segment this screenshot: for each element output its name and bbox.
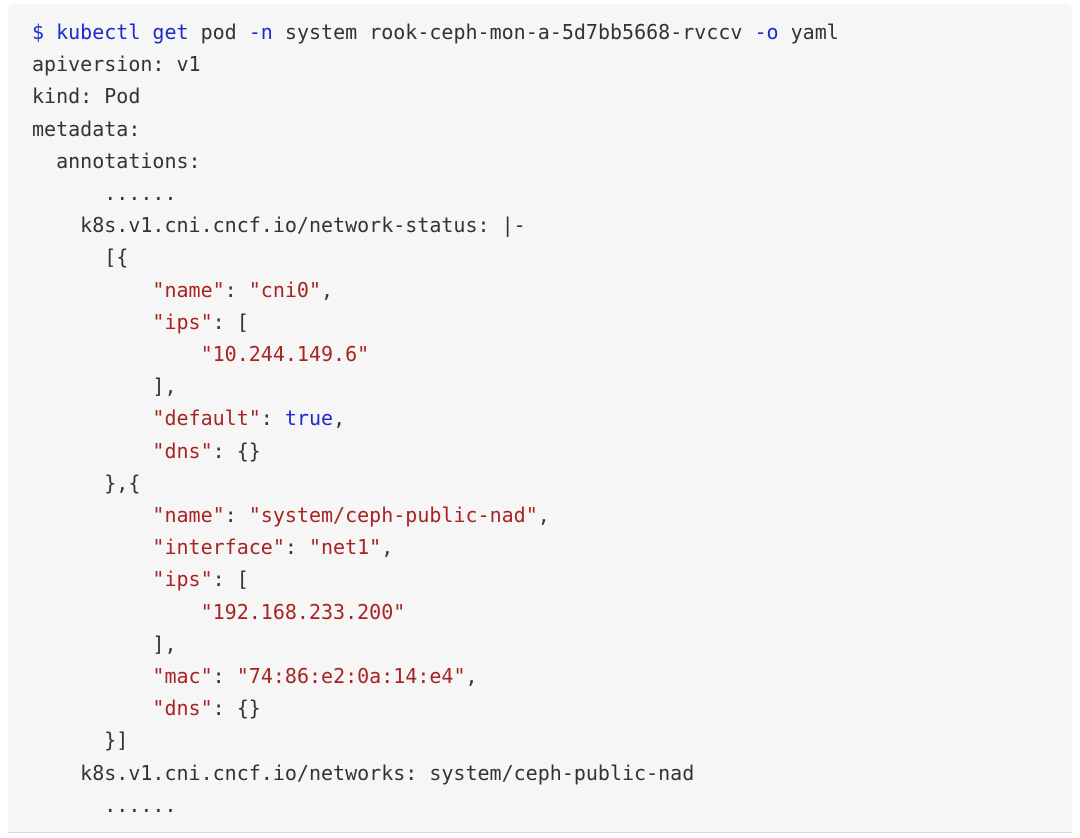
code-segment: k8s.v1.cni.cncf.io/networks: system/ceph… <box>32 760 695 785</box>
code-line: },{ <box>32 467 1048 499</box>
code-segment: "192.168.233.200" <box>200 599 406 624</box>
code-segment: , <box>465 664 478 689</box>
code-segment: "net1" <box>308 535 382 560</box>
code-segment <box>32 696 152 720</box>
code-segment: system rook-ceph-mon-a-5d7bb5668-rvccv <box>272 20 755 44</box>
code-segment: -o <box>754 20 779 44</box>
code-segment: "dns" <box>152 696 213 721</box>
code-line: "default": true, <box>32 402 1048 434</box>
code-block: $ kubectl get pod -n system rook-ceph-mo… <box>8 4 1072 833</box>
code-segment: "ips" <box>152 309 213 334</box>
code-line: "192.168.233.200" <box>32 596 1048 628</box>
code-segment: : <box>224 503 249 528</box>
code-line: "ips": [ <box>32 306 1048 338</box>
code-segment <box>32 567 152 591</box>
code-segment <box>32 406 152 430</box>
code-content: $ kubectl get pod -n system rook-ceph-mo… <box>32 16 1048 821</box>
code-line: "dns": {} <box>32 692 1048 724</box>
code-line: "dns": {} <box>32 435 1048 467</box>
code-line: [{ <box>32 241 1048 273</box>
code-segment: "74:86:e2:0a:14:e4" <box>236 664 466 689</box>
code-segment <box>32 535 152 559</box>
code-line: k8s.v1.cni.cncf.io/network-status: |- <box>32 209 1048 241</box>
code-segment: : <box>212 664 237 689</box>
code-line: $ kubectl get pod -n system rook-ceph-mo… <box>32 16 1048 48</box>
code-segment: : {} <box>212 696 261 721</box>
code-line: ...... <box>32 789 1048 821</box>
code-line: "name": "system/ceph-public-nad", <box>32 499 1048 531</box>
code-segment: "name" <box>152 277 225 302</box>
code-segment: , <box>333 406 346 431</box>
code-segment: : [ <box>212 567 249 592</box>
code-segment: "ips" <box>152 567 213 592</box>
code-segment: "interface" <box>152 535 285 560</box>
code-line: ], <box>32 628 1048 660</box>
code-segment: : <box>284 535 309 560</box>
code-segment <box>32 503 152 527</box>
code-segment: pod <box>188 20 249 44</box>
code-segment: k8s.v1.cni.cncf.io/network-status: |- <box>32 213 526 238</box>
code-segment: , <box>381 535 394 560</box>
code-line: "name": "cni0", <box>32 274 1048 306</box>
code-segment <box>32 664 152 688</box>
code-line: "ips": [ <box>32 563 1048 595</box>
code-line: ...... <box>32 177 1048 209</box>
code-segment: : <box>224 277 249 302</box>
code-line: apiversion: v1 <box>32 48 1048 80</box>
code-segment: [{ <box>32 245 129 270</box>
code-segment: , <box>537 503 550 528</box>
code-segment: },{ <box>32 470 141 495</box>
code-segment: ...... <box>32 792 177 817</box>
code-segment: yaml <box>778 20 839 44</box>
code-segment <box>32 600 201 624</box>
code-segment: ], <box>32 374 177 399</box>
code-segment: "default" <box>152 406 261 431</box>
code-line: "interface": "net1", <box>32 531 1048 563</box>
code-segment: -n <box>248 20 273 44</box>
code-segment: ...... <box>32 181 177 206</box>
code-segment: }] <box>32 728 129 753</box>
code-segment: : [ <box>212 309 249 334</box>
code-segment: "dns" <box>152 438 213 463</box>
code-segment: : {} <box>212 438 261 463</box>
code-segment: annotations: <box>32 148 201 173</box>
code-segment <box>32 278 152 302</box>
code-segment: $ kubectl get <box>32 20 189 44</box>
code-segment: , <box>321 277 334 302</box>
code-segment: : <box>260 406 285 431</box>
code-segment <box>32 342 201 366</box>
code-segment: true <box>284 406 334 431</box>
code-segment: metadata: <box>32 116 141 141</box>
code-segment: ], <box>32 631 177 656</box>
code-line: metadata: <box>32 113 1048 145</box>
code-line: k8s.v1.cni.cncf.io/networks: system/ceph… <box>32 757 1048 789</box>
code-segment: apiversion: v1 <box>32 52 201 77</box>
code-segment: "system/ceph-public-nad" <box>248 503 538 528</box>
code-line: kind: Pod <box>32 80 1048 112</box>
code-segment: "name" <box>152 503 225 528</box>
code-segment <box>32 439 152 463</box>
code-line: }] <box>32 724 1048 756</box>
code-segment: kind: Pod <box>32 84 141 109</box>
code-segment: "10.244.149.6" <box>200 342 370 367</box>
code-segment: "mac" <box>152 664 213 689</box>
code-line: "mac": "74:86:e2:0a:14:e4", <box>32 660 1048 692</box>
code-line: annotations: <box>32 145 1048 177</box>
code-segment <box>32 310 152 334</box>
code-line: "10.244.149.6" <box>32 338 1048 370</box>
code-segment: "cni0" <box>248 277 322 302</box>
code-line: ], <box>32 370 1048 402</box>
